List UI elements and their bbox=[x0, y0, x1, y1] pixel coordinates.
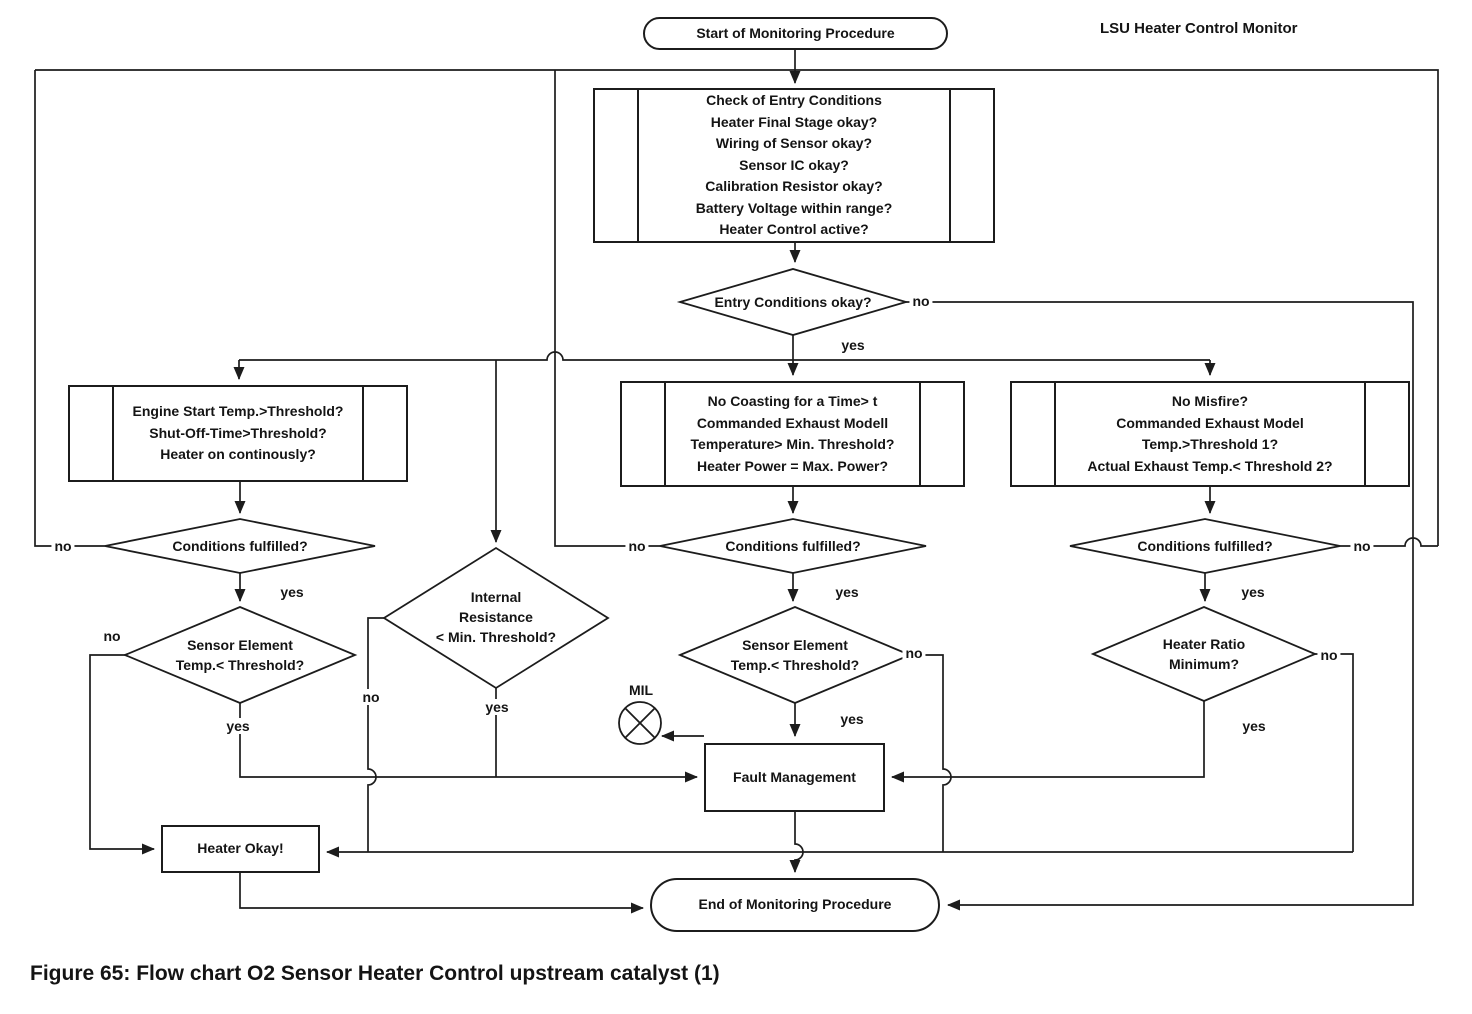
edge-label-leftsensor-no: no bbox=[100, 628, 124, 644]
edge-rightcond-no bbox=[1340, 537, 1438, 547]
edge-label-midsensor-no: no bbox=[902, 645, 926, 661]
right-cond-decision-label: Conditions fulfilled? bbox=[1137, 538, 1273, 554]
fault-management-box: Fault Management bbox=[704, 743, 885, 812]
edge-label-midsensor-yes: yes bbox=[837, 711, 867, 727]
heater-ratio-decision-shape bbox=[1090, 606, 1318, 702]
right-checks-line: Actual Exhaust Temp.< Threshold 2? bbox=[1087, 457, 1333, 474]
edge-label-leftsensor-yes: yes bbox=[223, 718, 253, 734]
check-entry-line: Sensor IC okay? bbox=[739, 156, 849, 173]
edge-label-rightcond-yes: yes bbox=[1238, 584, 1268, 600]
subroutine-bar bbox=[362, 386, 364, 481]
left-cond-decision-label: Conditions fulfilled? bbox=[172, 538, 308, 554]
edge-leftcond-no bbox=[34, 70, 105, 547]
subroutine-bar bbox=[1054, 382, 1056, 486]
edge-top-bus bbox=[35, 69, 1439, 546]
check-entry-line: Calibration Resistor okay? bbox=[705, 178, 883, 195]
figure-caption: Figure 65: Flow chart O2 Sensor Heater C… bbox=[30, 962, 720, 985]
end-node: End of Monitoring Procedure bbox=[650, 878, 940, 932]
entry-decision-shape bbox=[676, 268, 910, 336]
edge-midcond-no bbox=[554, 70, 660, 547]
check-entry-conditions-box: Check of Entry Conditions Heater Final S… bbox=[593, 88, 995, 243]
check-entry-line: Wiring of Sensor okay? bbox=[715, 135, 873, 152]
edge-okay-to-end bbox=[239, 873, 644, 914]
edge-branch-rail bbox=[239, 351, 1210, 361]
left-sensor-decision-shape bbox=[122, 606, 358, 704]
heater-okay-box: Heater Okay! bbox=[161, 825, 320, 873]
right-checks-line: Commanded Exhaust Model bbox=[1116, 414, 1304, 431]
fault-management-label: Fault Management bbox=[733, 768, 856, 785]
edge-label-midcond-yes: yes bbox=[832, 584, 862, 600]
edge-midsensor-no bbox=[910, 654, 952, 852]
start-node: Start of Monitoring Procedure bbox=[643, 17, 948, 50]
subroutine-bar bbox=[112, 386, 114, 481]
right-checks-box: No Misfire? Commanded Exhaust Model Temp… bbox=[1010, 381, 1410, 487]
check-entry-line: Check of Entry Conditions bbox=[706, 92, 882, 109]
check-entry-line: Battery Voltage within range? bbox=[695, 199, 893, 216]
mid-checks-line: Temperature> Min. Threshold? bbox=[690, 436, 895, 452]
edge-label-internal-no: no bbox=[359, 689, 383, 705]
check-entry-line: Heater Final Stage okay? bbox=[710, 113, 878, 130]
edge-label-midcond-no: no bbox=[625, 538, 649, 554]
right-checks-line: No Misfire? bbox=[1171, 393, 1249, 409]
left-checks-line: Heater on continously? bbox=[160, 446, 316, 463]
subroutine-bar bbox=[919, 382, 921, 486]
mid-cond-decision-shape bbox=[659, 518, 927, 574]
edge-heaterratio-yes bbox=[891, 701, 1205, 783]
edge-label-internal-yes: yes bbox=[482, 699, 512, 715]
edge-fault-to-end bbox=[789, 812, 804, 873]
internal-res-decision-label: Internal Resistance < Min. Threshold? bbox=[435, 589, 557, 645]
edge-entry-no bbox=[906, 301, 1414, 911]
edge-label-entry-yes: yes bbox=[838, 337, 868, 353]
edge-label-leftcond-no: no bbox=[51, 538, 75, 554]
subroutine-bar bbox=[1364, 382, 1366, 486]
edge-label-heaterratio-yes: yes bbox=[1239, 718, 1269, 734]
heater-ratio-decision-label: Heater Ratio Minimum? bbox=[1162, 636, 1246, 672]
entry-decision-label: Entry Conditions okay? bbox=[714, 294, 872, 310]
edge-heaterratio-no bbox=[1315, 653, 1354, 852]
corner-label: LSU Heater Control Monitor bbox=[1100, 20, 1298, 37]
mid-checks-box: No Coasting for a Time> t Commanded Exha… bbox=[620, 381, 965, 487]
mid-cond-decision-label: Conditions fulfilled? bbox=[725, 538, 861, 554]
internal-res-decision-shape bbox=[382, 546, 610, 690]
left-sensor-decision-label: Sensor Element Temp.< Threshold? bbox=[175, 637, 305, 673]
subroutine-bar bbox=[637, 89, 639, 242]
mid-checks-line: Heater Power = Max. Power? bbox=[696, 457, 889, 474]
right-checks-line: Temp.>Threshold 1? bbox=[1141, 436, 1279, 452]
mid-checks-line: Commanded Exhaust Modell bbox=[696, 414, 889, 431]
end-label: End of Monitoring Procedure bbox=[698, 896, 892, 913]
mid-checks-line: No Coasting for a Time> t bbox=[707, 393, 878, 409]
check-entry-line: Heater Control active? bbox=[719, 221, 869, 238]
edge-label-heaterratio-no: no bbox=[1317, 647, 1341, 663]
subroutine-bar bbox=[664, 382, 666, 486]
subroutine-bar bbox=[949, 89, 951, 242]
left-checks-line: Shut-Off-Time>Threshold? bbox=[149, 424, 327, 441]
left-checks-line: Engine Start Temp.>Threshold? bbox=[132, 403, 344, 420]
edge-internal-no bbox=[367, 617, 384, 852]
edge-label-leftcond-yes: yes bbox=[277, 584, 307, 600]
mid-sensor-decision-label: Sensor Element Temp.< Threshold? bbox=[730, 637, 860, 673]
right-cond-decision-shape bbox=[1069, 518, 1341, 574]
heater-okay-label: Heater Okay! bbox=[197, 840, 284, 857]
left-cond-decision-shape bbox=[104, 518, 376, 574]
left-checks-box: Engine Start Temp.>Threshold? Shut-Off-T… bbox=[68, 385, 408, 482]
mil-label: MIL bbox=[628, 682, 654, 698]
edge-label-rightcond-no: no bbox=[1350, 538, 1374, 554]
edge-leftsensor-no bbox=[89, 654, 155, 855]
mil-lamp-cross-icon bbox=[624, 707, 656, 739]
start-label: Start of Monitoring Procedure bbox=[696, 24, 895, 41]
edge-label-entry-no: no bbox=[909, 293, 933, 309]
